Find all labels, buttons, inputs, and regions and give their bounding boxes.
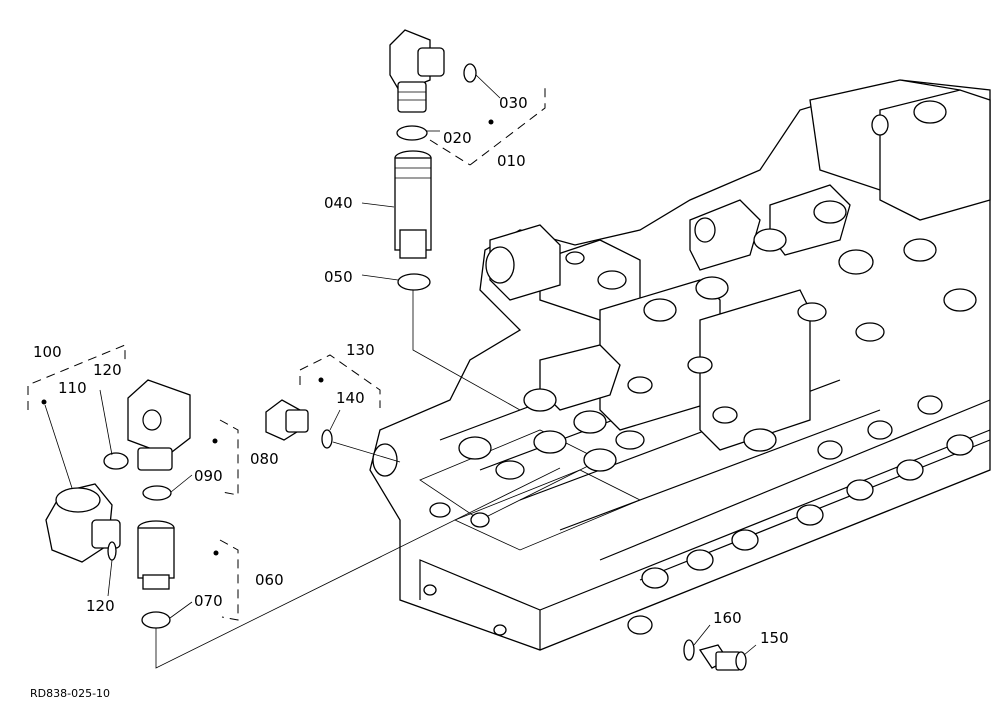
part-label-130: 130 <box>346 341 375 359</box>
group-bracket-130 <box>299 354 381 408</box>
elbow-fitting-100 <box>45 483 121 563</box>
part-label-160: 160 <box>713 609 742 627</box>
control-valve-body <box>369 79 991 651</box>
plug-fitting-150 <box>698 644 747 671</box>
elbow-fitting-120-block <box>127 379 191 471</box>
part-label-050: 050 <box>324 268 353 286</box>
elbow-fitting-130 <box>265 399 309 441</box>
part-label-120-bottom: 120 <box>86 597 115 615</box>
o-ring-110 <box>103 452 129 470</box>
part-label-100: 100 <box>33 343 62 361</box>
part-label-110: 110 <box>58 379 87 397</box>
group-bracket-080 <box>219 419 239 496</box>
o-ring-120 <box>107 541 117 561</box>
part-label-030: 030 <box>499 94 528 112</box>
part-label-070: 070 <box>194 592 223 610</box>
adapter-060 <box>137 520 175 590</box>
pipe-adapter-040 <box>394 150 432 259</box>
o-ring-050 <box>397 273 431 291</box>
drawing-code: RD838-025-10 <box>30 687 110 700</box>
part-label-010: 010 <box>497 152 526 170</box>
group-bracket-010 <box>429 88 546 166</box>
part-label-140: 140 <box>336 389 365 407</box>
part-label-060: 060 <box>255 571 284 589</box>
part-label-150: 150 <box>760 629 789 647</box>
part-label-090: 090 <box>194 467 223 485</box>
group-bracket-100 <box>27 344 126 410</box>
part-label-020: 020 <box>443 129 472 147</box>
part-label-080: 080 <box>250 450 279 468</box>
o-ring-030 <box>463 63 477 83</box>
group-bracket-060 <box>219 539 239 621</box>
part-label-120-top: 120 <box>93 361 122 379</box>
o-ring-020 <box>396 125 428 141</box>
o-ring-090 <box>142 485 172 501</box>
o-ring-160 <box>683 639 695 661</box>
part-label-040: 040 <box>324 194 353 212</box>
elbow-fitting-030 <box>389 29 445 113</box>
o-ring-070 <box>141 611 171 629</box>
o-ring-140 <box>321 429 333 449</box>
